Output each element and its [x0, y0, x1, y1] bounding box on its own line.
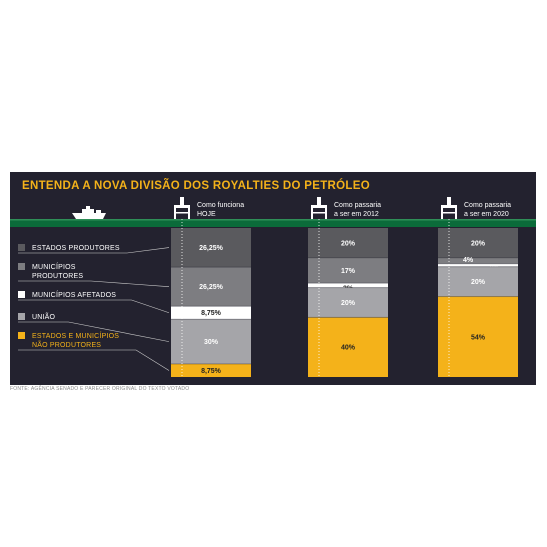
chart-title: ENTENDA A NOVA DIVISÃO DOS ROYALTIES DO … — [22, 180, 370, 192]
segment-divider — [438, 296, 518, 298]
data-label: 26,25% — [199, 245, 224, 252]
data-label: 20% — [471, 279, 486, 286]
data-label: 54% — [471, 334, 486, 341]
data-label: 20% — [341, 240, 356, 247]
data-label: 26,25% — [199, 284, 224, 291]
bar-segment-estados_produtores — [171, 228, 251, 268]
segment-divider — [308, 287, 388, 289]
bar-segment-uniao — [308, 287, 388, 318]
oil-rig-icon — [311, 197, 327, 219]
bar-segment-municipios_produtores — [438, 257, 518, 264]
legend-swatch-municipios_afetados — [18, 291, 25, 298]
legend-leader-line — [18, 321, 170, 342]
legend-label: ESTADOS PRODUTORES — [32, 245, 120, 252]
column-header-line: HOJE — [197, 211, 216, 218]
segment-divider — [171, 305, 251, 307]
legend-leader-line — [18, 349, 170, 371]
data-label: 30% — [204, 339, 219, 346]
segment-divider — [171, 266, 251, 268]
data-label: 20% — [471, 240, 486, 247]
bar-segment-uniao — [171, 319, 251, 364]
legend-label: NÃO PRODUTORES — [32, 340, 101, 349]
sea-surface-line — [10, 219, 536, 221]
column-header-line: Como funciona — [197, 202, 244, 209]
data-label: 4% — [463, 257, 474, 264]
column-header-line: a ser em 2020 — [464, 211, 509, 218]
data-label: 20% — [341, 300, 356, 307]
segment-divider — [171, 318, 251, 320]
bar-segment-municipios_afetados — [308, 283, 388, 288]
bar-segment-nao_produtores — [308, 317, 388, 377]
legend-label: PRODUTORES — [32, 273, 83, 280]
bar-segment-municipios_produtores — [308, 257, 388, 284]
legend-swatch-uniao — [18, 313, 25, 320]
legend-swatch-estados_produtores — [18, 244, 25, 251]
bar-segment-nao_produtores — [171, 363, 251, 377]
column-header-line: Como passaria — [464, 202, 511, 209]
bar-segment-estados_produtores — [438, 228, 518, 258]
legend-swatch-nao_produtores — [18, 332, 25, 339]
ship-icon — [72, 206, 106, 219]
legend-label: MUNICÍPIOS AFETADOS — [32, 290, 116, 299]
segment-divider — [308, 316, 388, 318]
data-label: 8,75% — [201, 310, 222, 317]
data-label: 8,75% — [201, 368, 222, 375]
segment-divider — [308, 282, 388, 284]
legend-label: MUNICÍPIOS — [32, 262, 76, 271]
segment-divider — [438, 257, 518, 259]
data-label: 17% — [341, 268, 356, 275]
legend-leader-line — [18, 299, 170, 314]
legend-label: UNIÃO — [32, 312, 56, 321]
legend-leader-line — [18, 247, 170, 254]
segment-divider — [308, 257, 388, 259]
sea-strip — [10, 219, 536, 227]
segment-divider — [171, 363, 251, 365]
legend-leader-line — [18, 280, 170, 287]
oil-rig-icon — [441, 197, 457, 219]
legend-swatch-municipios_produtores — [18, 263, 25, 270]
bar-segment-uniao — [438, 266, 518, 297]
source-note: FONTE: AGÊNCIA SENADO E PARECER ORIGINAL… — [10, 386, 190, 392]
bar-segment-municipios_afetados — [438, 263, 518, 267]
legend-label: ESTADOS E MUNICÍPIOS — [32, 331, 119, 340]
segment-divider — [438, 263, 518, 265]
bar-segment-municipios_produtores — [171, 267, 251, 307]
column-header-line: Como passaria — [334, 202, 381, 209]
oil-rig-icon — [174, 197, 190, 219]
bar-segment-municipios_afetados — [171, 306, 251, 320]
segment-divider — [438, 266, 518, 268]
bar-segment-estados_produtores — [308, 228, 388, 258]
data-label: 40% — [341, 345, 356, 352]
bar-segment-nao_produtores — [438, 296, 518, 377]
column-header-line: a ser em 2012 — [334, 211, 379, 218]
